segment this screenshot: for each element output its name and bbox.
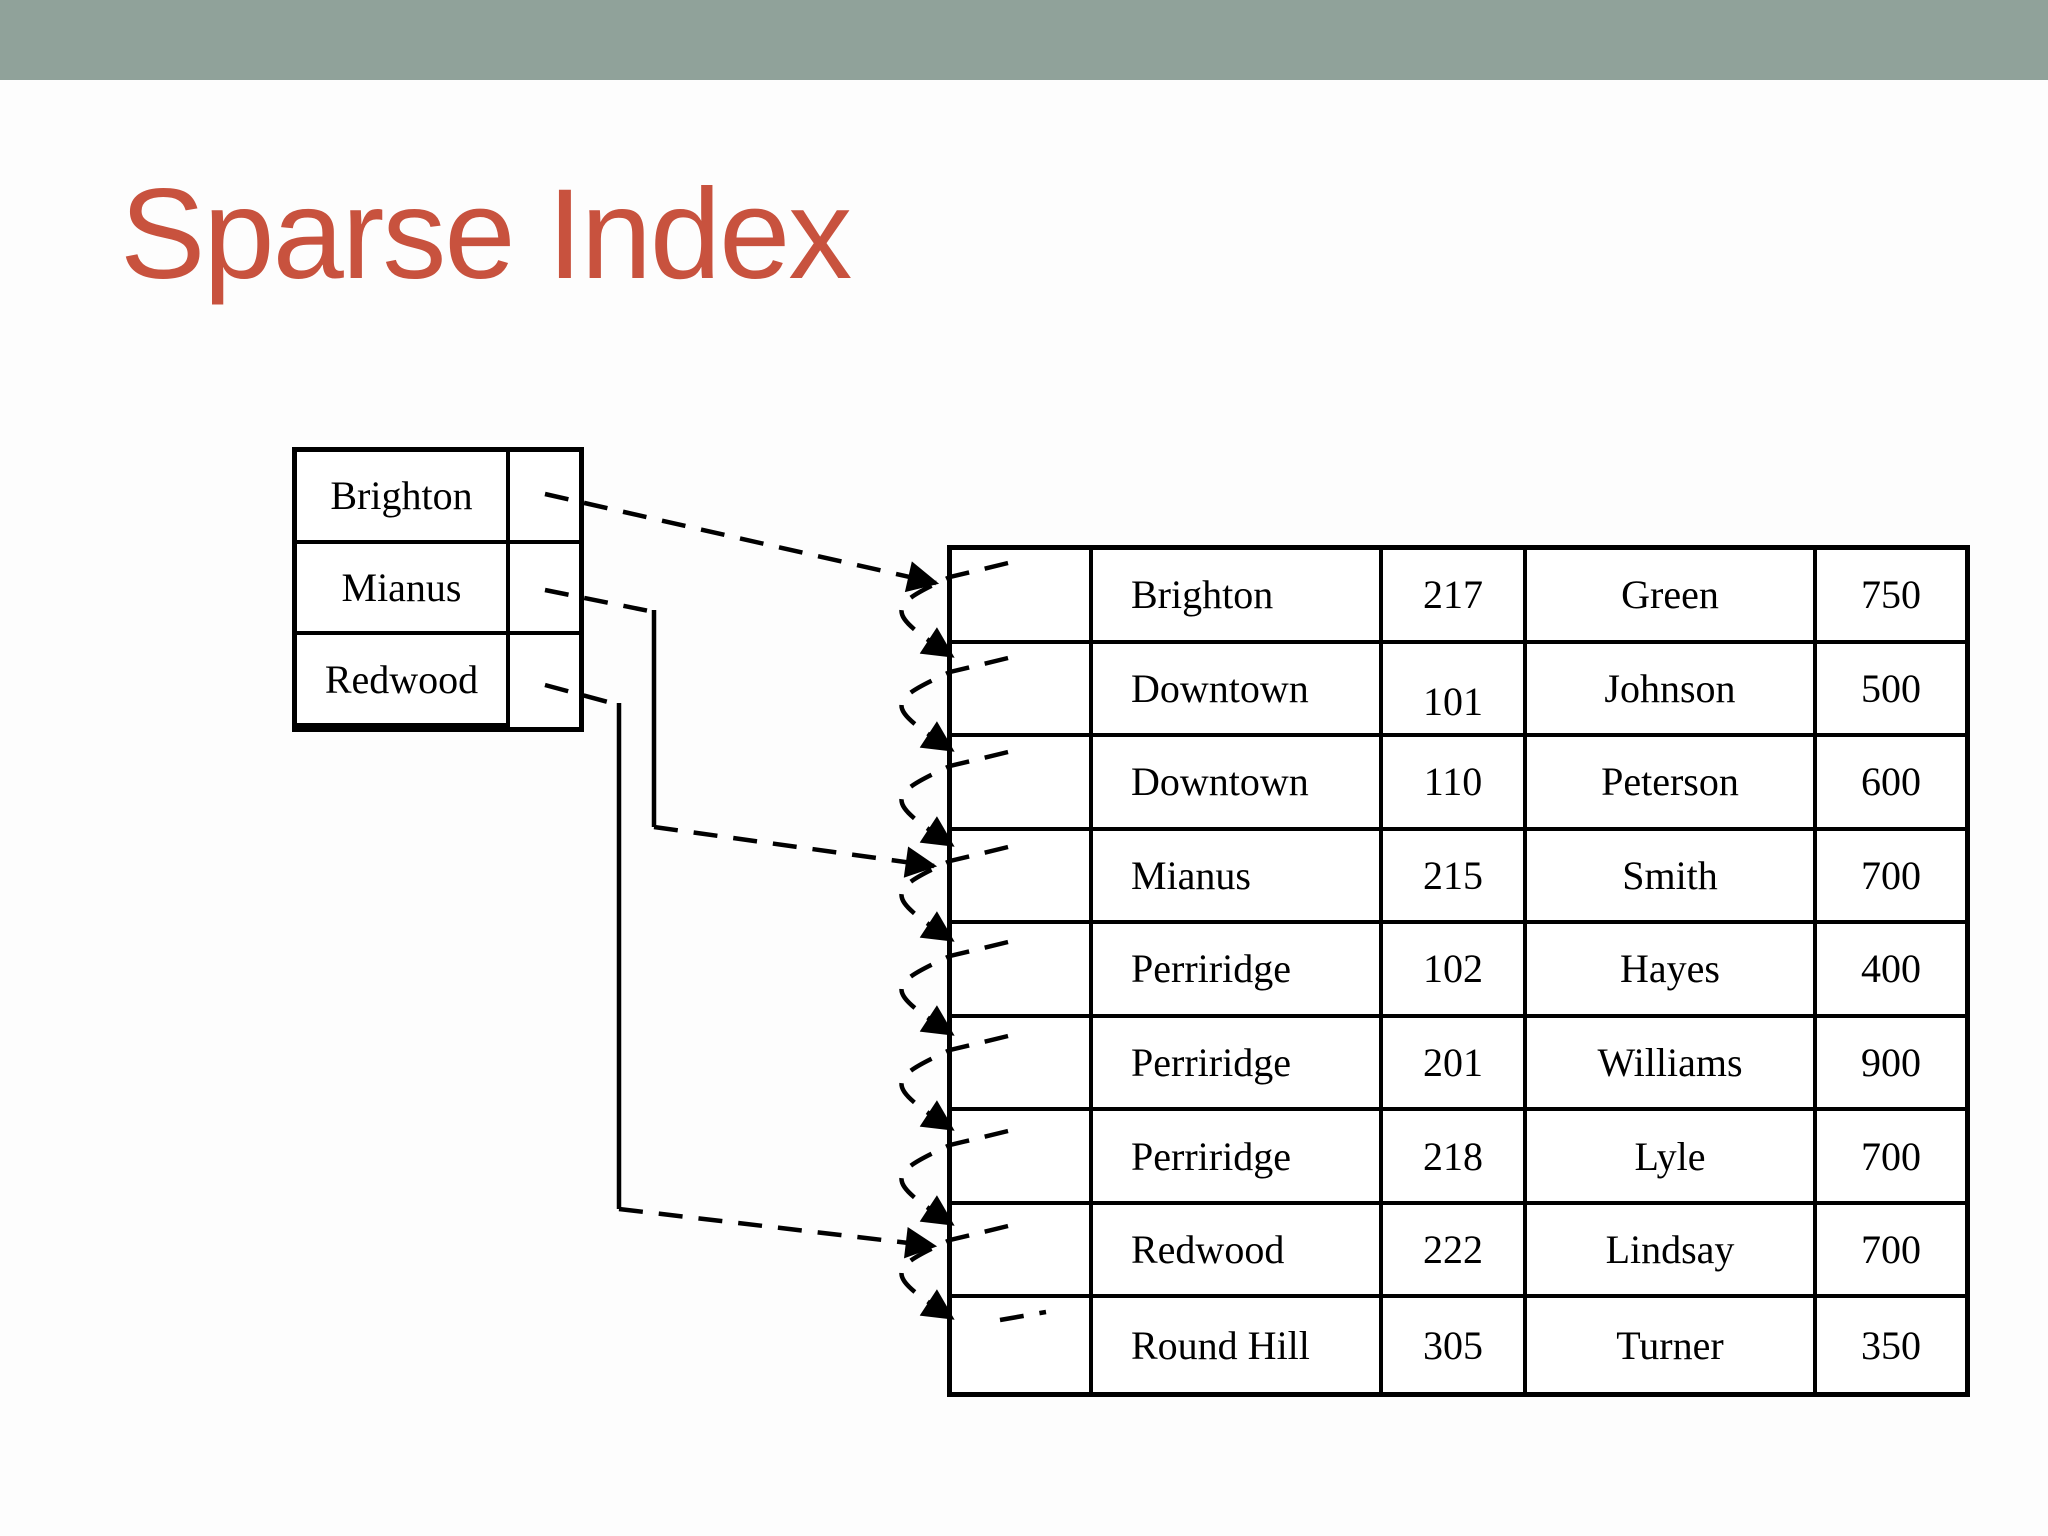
amount-cell: 400 [1817, 924, 1965, 1018]
branch-cell: Round Hill [1093, 1298, 1383, 1392]
record-pointer-cell [952, 737, 1093, 831]
amount-cell: 700 [1817, 1205, 1965, 1299]
branch-cell: Redwood [1093, 1204, 1383, 1299]
page-title: Sparse Index [120, 163, 852, 306]
name-cell: Turner [1527, 1298, 1817, 1392]
index-pointer-cell [510, 635, 579, 727]
name-cell: Peterson [1527, 737, 1817, 831]
record-pointer-cell [952, 1111, 1093, 1205]
record-pointer-cell [952, 1298, 1093, 1392]
name-cell: Green [1527, 550, 1817, 644]
amount-cell: 500 [1817, 644, 1965, 738]
name-cell: Williams [1527, 1017, 1817, 1112]
index-table: Brighton Mianus Redwood [292, 447, 584, 732]
amount-cell: 700 [1817, 1111, 1965, 1205]
amount-cell: 900 [1817, 1018, 1965, 1112]
number-cell: 305 [1383, 1298, 1527, 1392]
number-cell: 101 [1383, 643, 1527, 738]
number-cell: 102 [1383, 924, 1527, 1018]
amount-cell: 750 [1817, 550, 1965, 644]
data-file-table: Brighton 217 Green 750 Downtown 101 John… [947, 545, 1970, 1397]
index-pointer-cell [510, 452, 579, 544]
amount-cell: 350 [1861, 1322, 1921, 1368]
name-cell: Johnson [1527, 643, 1817, 738]
record-pointer-cell [952, 550, 1093, 644]
number-cell: 215 [1383, 830, 1527, 925]
name-cell: Lindsay [1527, 1204, 1817, 1299]
name-cell: Lyle [1527, 1111, 1817, 1205]
record-pointer-cell [952, 1017, 1093, 1112]
branch-cell: Perriridge [1093, 924, 1383, 1018]
branch-cell: Downtown [1093, 737, 1383, 831]
number-cell: 217 [1383, 550, 1527, 644]
branch-cell: Downtown [1093, 643, 1383, 738]
branch-cell: Perriridge [1093, 1017, 1383, 1112]
branch-cell: Mianus [1093, 830, 1383, 925]
number-cell: 222 [1383, 1204, 1527, 1299]
number-cell: 201 [1383, 1017, 1527, 1112]
record-pointer-cell [952, 643, 1093, 738]
redwood-index-arrow [618, 1206, 938, 1259]
name-cell: Smith [1527, 830, 1817, 925]
brighton-index-arrow [544, 491, 940, 593]
amount-cell: 700 [1817, 831, 1965, 925]
index-key: Redwood [297, 635, 510, 727]
branch-cell: Perriridge [1093, 1111, 1383, 1205]
header-bar [0, 0, 2048, 80]
name-cell: Hayes [1527, 924, 1817, 1018]
branch-cell: Brighton [1093, 550, 1383, 644]
index-key: Mianus [297, 543, 510, 636]
index-pointer-cell [510, 544, 579, 636]
record-pointer-cell [952, 1204, 1093, 1299]
mianus-index-arrow [653, 824, 938, 878]
index-key: Brighton [297, 452, 510, 544]
number-cell: 110 [1383, 737, 1527, 831]
number-cell: 218 [1383, 1111, 1527, 1205]
amount-cell: 600 [1817, 737, 1965, 831]
record-pointer-cell [952, 924, 1093, 1018]
record-pointer-cell [952, 830, 1093, 925]
